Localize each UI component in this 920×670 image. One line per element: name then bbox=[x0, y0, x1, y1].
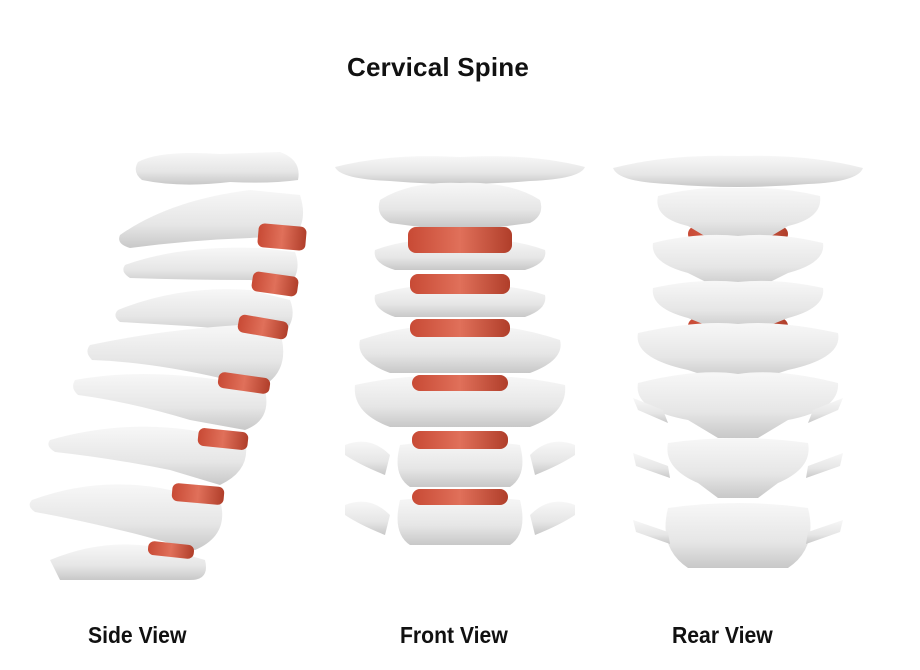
side-view-illustration bbox=[20, 140, 320, 580]
diagram-title: Cervical Spine bbox=[347, 52, 529, 82]
front-view-label: Front View bbox=[400, 622, 508, 648]
rear-view-label: Rear View bbox=[672, 622, 773, 648]
side-view-label: Side View bbox=[88, 622, 187, 648]
rear-view-illustration bbox=[608, 148, 868, 578]
front-view-illustration bbox=[330, 145, 590, 575]
